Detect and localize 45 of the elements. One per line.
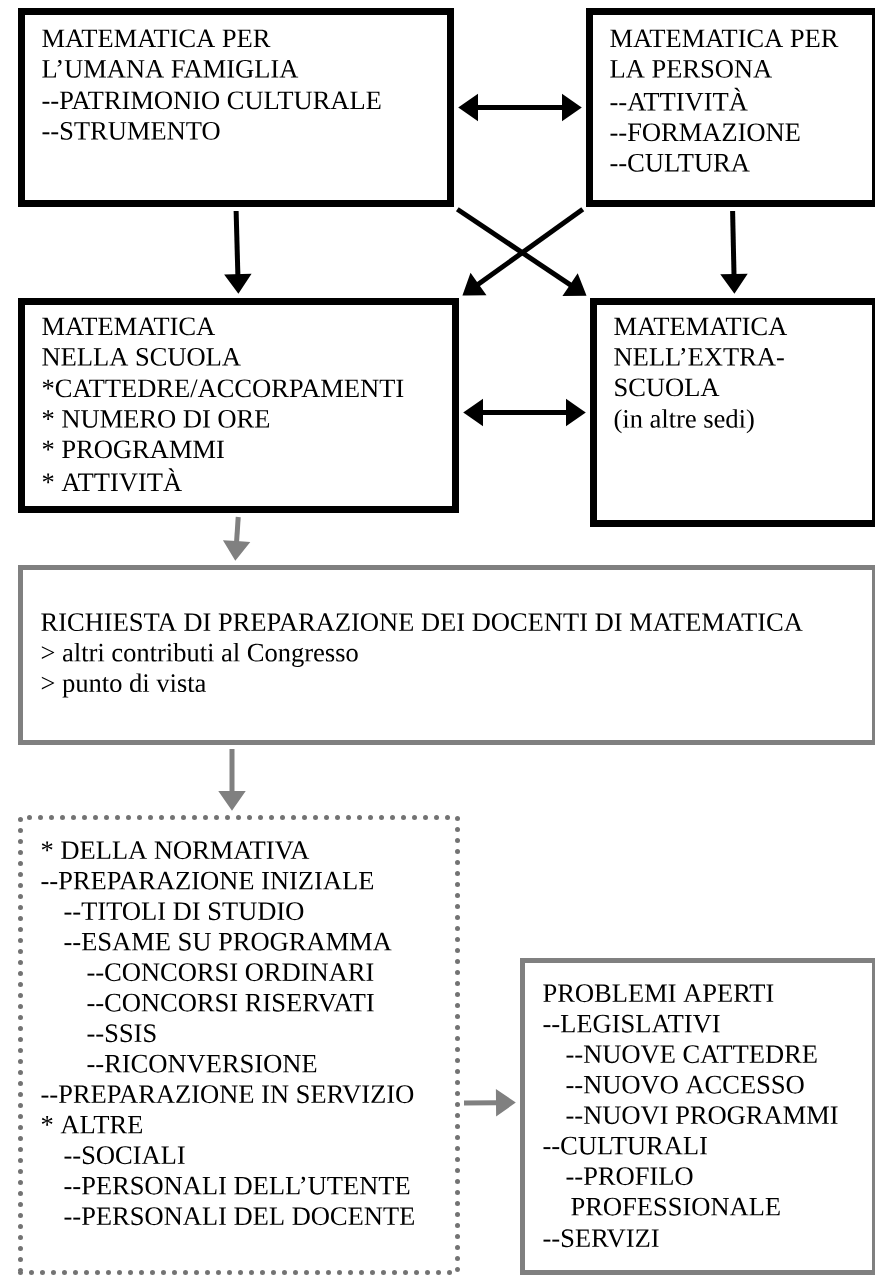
list-item: --ESAME SU PROGRAMMA: [64, 932, 392, 951]
list-item: * DELLA NORMATIVA: [41, 841, 310, 860]
list-item: --PATRIMONIO CULTURALE: [42, 91, 381, 110]
list-item: --NUOVO ACCESSO: [566, 1075, 804, 1094]
text-box: [18, 815, 460, 1275]
list-item: --STRUMENTO: [42, 122, 220, 140]
list-item: --TITOLI DI STUDIO: [64, 902, 304, 921]
list-item: --RICONVERSIONE: [87, 1054, 317, 1073]
list-item: * NUMERO DI ORE: [42, 410, 270, 428]
list-item: --PERSONALI DELL’UTENTE: [64, 1176, 410, 1195]
heading-text: MATEMATICA PER L’UMANA FAMIGLIA: [42, 29, 299, 78]
list-item: --PREPARAZIONE INIZIALE: [41, 871, 374, 890]
list-item: --SSIS: [87, 1024, 156, 1043]
list-item: --PREPARAZIONE IN SERVIZIO: [41, 1085, 414, 1104]
list-item: --NUOVI PROGRAMMI: [566, 1106, 838, 1125]
list-item: --PERSONALI DEL DOCENTE: [64, 1207, 414, 1226]
list-item: --CULTURA: [610, 153, 750, 172]
text-box: [18, 565, 875, 745]
text-box: [590, 298, 875, 527]
list-item: --SERVIZI: [543, 1229, 659, 1248]
list-item: > punto di vista: [41, 673, 206, 698]
list-item: --PROFILO PROFESSIONALE: [566, 1167, 780, 1216]
list-item: --CONCORSI RISERVATI: [87, 993, 374, 1012]
list-item: --CONCORSI ORDINARI: [87, 963, 374, 982]
heading-text: MATEMATICA NELLA SCUOLA: [42, 317, 241, 366]
list-item: --ATTIVITÀ: [610, 87, 748, 111]
list-item: * PROGRAMMI: [42, 440, 224, 459]
heading-text: RICHIESTA DI PREPARAZIONE DEI DOCENTI DI MATEMATICA: [41, 613, 803, 632]
text-box: [18, 8, 454, 207]
text-box: [520, 958, 875, 1275]
list-item: --SOCIALI: [64, 1146, 185, 1165]
list-item: > altri contributi al Congresso: [41, 642, 358, 668]
list-item: --NUOVE CATTEDRE: [566, 1045, 817, 1064]
heading-text: PROBLEMI APERTI: [543, 984, 774, 1003]
list-item: --LEGISLATIVI: [543, 1014, 720, 1033]
heading-text: MATEMATICA NELL’EXTRA-SCUOLA: [614, 317, 788, 397]
list-item: --CULTURALI: [543, 1136, 707, 1155]
text-box: [18, 298, 459, 513]
list-item: * ATTIVITÀ: [42, 468, 182, 492]
heading-text: MATEMATICA PER LA PERSONA: [610, 29, 839, 78]
list-item: *CATTEDRE/ACCORPAMENTI: [42, 379, 404, 398]
list-item: * ALTRE: [41, 1115, 142, 1134]
list-item: (in altre sedi): [614, 409, 754, 434]
text-box: [586, 8, 875, 207]
list-item: --FORMAZIONE: [610, 123, 800, 142]
